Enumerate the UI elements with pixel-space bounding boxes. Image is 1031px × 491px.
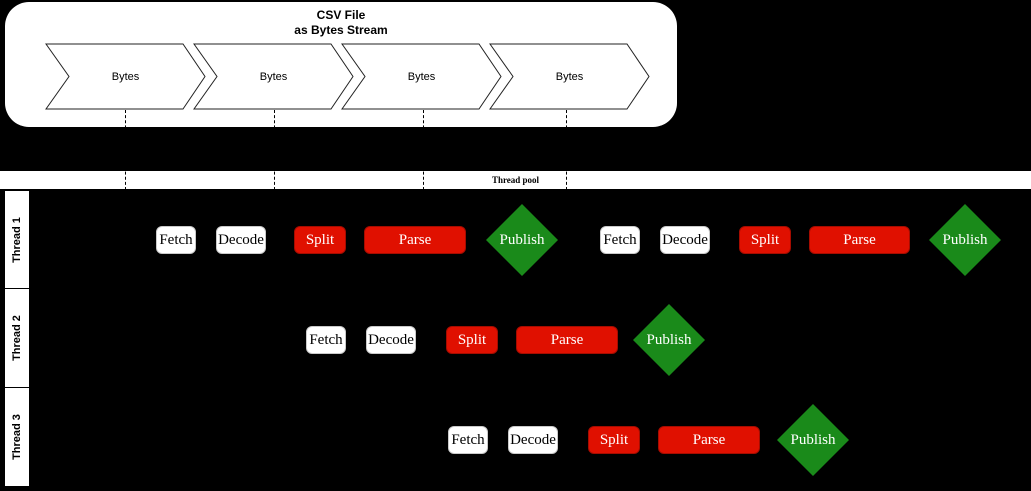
thread-3-lane-label: Thread 3 [4, 387, 30, 487]
publish-diamond: Publish [486, 204, 558, 276]
fetch-task: Fetch [448, 426, 488, 454]
decode-task: Decode [366, 326, 416, 354]
publish-diamond: Publish [633, 304, 705, 376]
csv-title-line2: as Bytes Stream [294, 23, 388, 37]
bytes-chevron: Bytes [193, 43, 354, 110]
thread-2-lane-label: Thread 2 [4, 288, 30, 388]
parse-task: Parse [658, 426, 760, 454]
decode-task: Decode [508, 426, 558, 454]
fetch-task: Fetch [600, 226, 640, 254]
split-task: Split [588, 426, 640, 454]
bytes-chevron: Bytes [341, 43, 502, 110]
dashed-connector-line [274, 110, 275, 190]
csv-title-line1: CSV File [316, 8, 366, 22]
publish-label: Publish [499, 231, 545, 248]
publish-label: Publish [942, 231, 988, 248]
bytes-label: Bytes [407, 70, 436, 83]
bytes-chevron: Bytes [45, 43, 206, 110]
split-task: Split [739, 226, 791, 254]
bytes-label: Bytes [555, 70, 584, 83]
publish-diamond: Publish [777, 404, 849, 476]
thread-2-name: Thread 2 [11, 315, 24, 361]
thread-3-name: Thread 3 [11, 414, 24, 460]
parse-task: Parse [516, 326, 618, 354]
split-task: Split [446, 326, 498, 354]
parse-task: Parse [364, 226, 466, 254]
split-task: Split [294, 226, 346, 254]
chevron-arrow-icon [193, 43, 354, 110]
chevron-arrow-icon [489, 43, 650, 110]
thread-1-name: Thread 1 [11, 216, 24, 263]
csv-box-title: CSV File as Bytes Stream [5, 8, 677, 38]
thread-pool-band: Thread pool [0, 170, 1031, 190]
parse-task: Parse [809, 226, 910, 254]
decode-task: Decode [216, 226, 266, 254]
dashed-connector-line [423, 110, 424, 190]
fetch-task: Fetch [156, 226, 196, 254]
publish-label: Publish [646, 331, 692, 348]
dashed-connector-line [125, 110, 126, 190]
chevron-arrow-icon [45, 43, 206, 110]
publish-diamond: Publish [929, 204, 1001, 276]
thread-pool-label: Thread pool [491, 175, 540, 185]
decode-task: Decode [660, 226, 710, 254]
bytes-chevron: Bytes [489, 43, 650, 110]
fetch-task: Fetch [306, 326, 346, 354]
bytes-label: Bytes [259, 70, 288, 83]
dashed-connector-line [566, 110, 567, 190]
thread-1-lane-label: Thread 1 [4, 190, 30, 289]
publish-label: Publish [790, 431, 836, 448]
bytes-label: Bytes [111, 70, 140, 83]
chevron-arrow-icon [341, 43, 502, 110]
